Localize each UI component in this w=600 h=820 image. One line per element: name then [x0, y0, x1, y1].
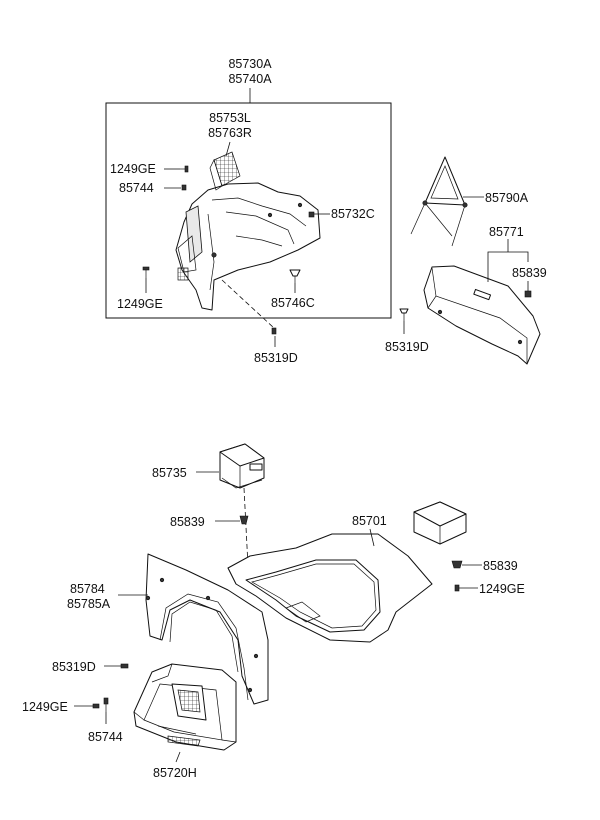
trunk-tray	[133, 663, 237, 751]
label-85319D-lower: 85319D	[52, 660, 96, 674]
screw-icon	[399, 308, 409, 321]
label-85744-lower: 85744	[88, 730, 123, 744]
label-85784: 85784	[70, 582, 105, 596]
side-trim-panel	[175, 182, 321, 311]
trunk-side-trim-group: 85730A 85740A 85753L 85763R	[105, 57, 392, 365]
small-box-group: 85839 1249GE	[413, 501, 525, 596]
label-85753L: 85753L	[209, 111, 251, 125]
trunk-board-group: 85771 85839 85319D	[385, 225, 547, 365]
label-85744-top: 85744	[119, 181, 154, 195]
label-85746C: 85746C	[271, 296, 315, 310]
trunk-mat	[227, 533, 433, 643]
label-85790A: 85790A	[485, 191, 529, 205]
label-85740A: 85740A	[228, 72, 272, 86]
label-85319D-board: 85319D	[385, 340, 429, 354]
trunk-board-panel	[423, 265, 541, 365]
screw-icon	[92, 703, 100, 709]
clip-icon	[524, 290, 532, 298]
label-1249GE-side: 1249GE	[117, 297, 163, 311]
storage-box-group: 85735 85839	[152, 443, 265, 567]
trunk-mat-group: 85701	[227, 514, 433, 643]
front-trim-panel	[145, 553, 269, 705]
tray-group: 85720H 1249GE 85744	[22, 663, 237, 780]
label-85839-board: 85839	[512, 266, 547, 280]
screw-icon	[142, 266, 150, 278]
clip-icon	[181, 184, 187, 191]
front-trim-group: 85784 85785A 85319D	[52, 553, 269, 705]
assembly-box	[105, 102, 392, 319]
label-85839-box: 85839	[170, 515, 205, 529]
warning-triangle-icon	[410, 156, 468, 247]
screw-icon	[120, 663, 129, 669]
clip-icon	[308, 211, 315, 218]
label-85701: 85701	[352, 514, 387, 528]
label-85735: 85735	[152, 466, 187, 480]
clip-icon	[103, 697, 109, 712]
label-85771: 85771	[489, 225, 524, 239]
fastener-icon	[289, 269, 301, 283]
label-1249GE-lower: 1249GE	[22, 700, 68, 714]
warning-triangle-group: 85790A	[410, 156, 529, 247]
storage-box	[219, 443, 265, 489]
screw-icon	[454, 584, 460, 592]
label-85839-right: 85839	[483, 559, 518, 573]
screw-icon	[271, 327, 277, 335]
label-85319D-top: 85319D	[254, 351, 298, 365]
label-1249GE-right: 1249GE	[479, 582, 525, 596]
clip-icon	[239, 515, 249, 525]
label-85730A: 85730A	[228, 57, 272, 71]
label-1249GE-top: 1249GE	[110, 162, 156, 176]
label-85785A: 85785A	[67, 597, 111, 611]
leader-85753L	[225, 141, 231, 157]
label-85720H: 85720H	[153, 766, 197, 780]
label-85763R: 85763R	[208, 126, 252, 140]
small-box	[413, 501, 467, 545]
label-85732C: 85732C	[331, 207, 375, 221]
clip-icon	[451, 560, 463, 569]
screw-icon	[180, 165, 189, 173]
